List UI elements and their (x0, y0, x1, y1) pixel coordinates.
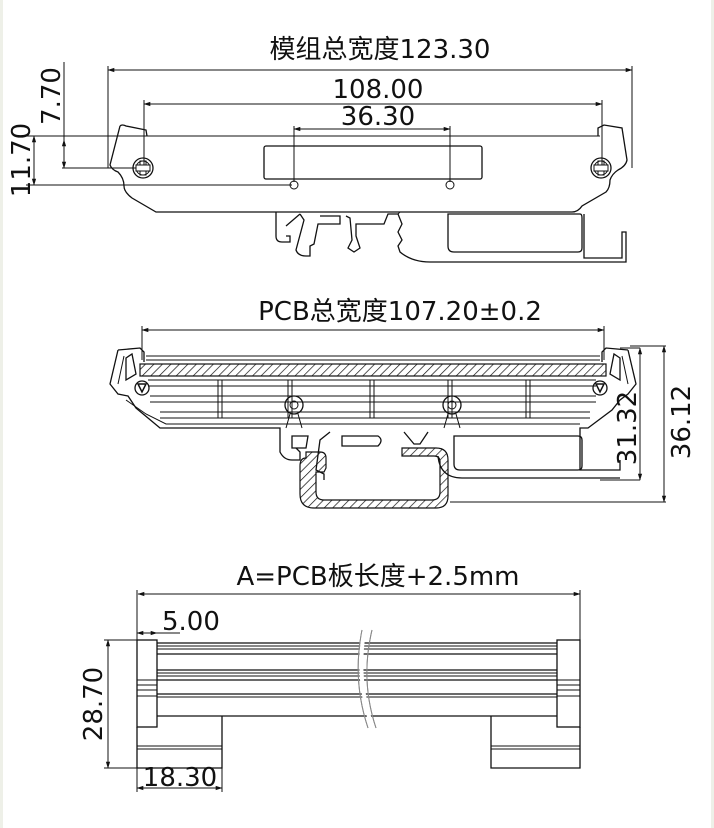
height-outer-label: 11.70 (7, 123, 37, 197)
total-height-label: 36.12 (667, 385, 697, 459)
rib-grid (148, 379, 596, 419)
end-cap-width-label: 5.00 (162, 607, 220, 637)
foot-width-label: 18.30 (143, 763, 217, 793)
boss-right-icon (442, 395, 462, 429)
top-view: 模组总宽度123.30 108.00 36.30 11.70 7.70 (7, 35, 633, 263)
total-width-label: 模组总宽度123.30 (270, 35, 491, 65)
hole-spacing-label: 36.30 (341, 102, 415, 132)
screw-left-icon (132, 157, 154, 179)
pcb-width-label: PCB总宽度107.20±0.2 (258, 297, 542, 327)
rail-lines (157, 642, 557, 717)
din-rail-section (299, 447, 449, 509)
boss-left-icon (284, 395, 304, 429)
screw-spacing-label: 108.00 (333, 75, 424, 105)
height-inner-label: 7.70 (37, 67, 67, 125)
front-section-view: PCB总宽度107.20±0.2 (109, 297, 697, 509)
screw-right-icon (590, 157, 612, 179)
clip-right-icon (592, 380, 608, 396)
clip-left-icon (134, 380, 150, 396)
side-view: A=PCB板长度+2.5mm 5.00 (79, 562, 581, 793)
length-formula-label: A=PCB板长度+2.5mm (236, 562, 519, 592)
inner-height-label: 31.32 (613, 391, 643, 465)
side-height-label: 28.70 (79, 667, 109, 741)
